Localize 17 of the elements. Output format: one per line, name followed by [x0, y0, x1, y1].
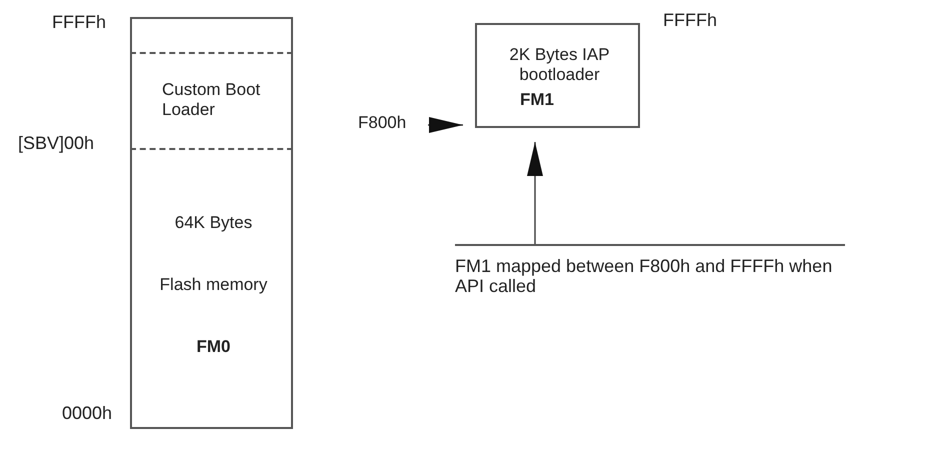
bootloader-block [475, 23, 640, 128]
note-text: FM1 mapped between F800h and FFFFh when API called [455, 244, 845, 304]
region-text: Custom Boot Loader [162, 80, 262, 120]
address-label: 0000h [62, 403, 112, 424]
memory-block [130, 17, 293, 429]
address-label: [SBV]00h [18, 133, 94, 154]
block-name-text: FM1 [519, 90, 555, 110]
address-label: FFFFh [52, 12, 106, 33]
address-text: F800h [358, 113, 420, 137]
arrow [428, 117, 463, 133]
block-name-text: FM0 [196, 337, 232, 357]
boot-loader-region [130, 52, 293, 150]
address-label: FFFFh [663, 10, 717, 31]
arrow [527, 142, 543, 244]
memory-type-text: Flash memory [158, 275, 268, 295]
bootloader-text: 2K Bytes IAP bootloader [508, 45, 611, 85]
size-text: 64K Bytes [174, 213, 254, 233]
